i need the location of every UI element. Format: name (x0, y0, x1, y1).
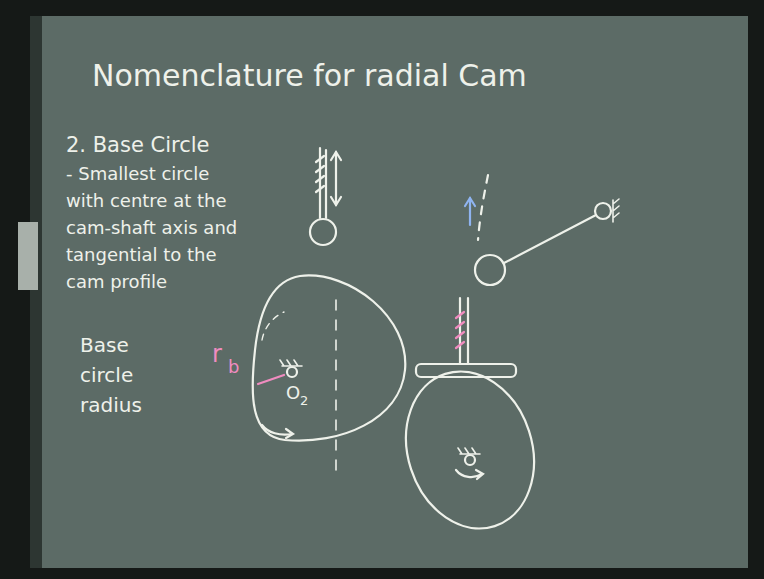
board-title: Nomenclature for radial Cam (92, 58, 527, 94)
section-heading: 2. Base Circle (66, 130, 266, 162)
symbol-subscript: b (228, 358, 248, 376)
term-note: Base circle radius (80, 330, 170, 420)
centre-subscript: 2 (300, 394, 314, 407)
definition-note: - Smallest circle with centre at the cam… (66, 160, 252, 295)
